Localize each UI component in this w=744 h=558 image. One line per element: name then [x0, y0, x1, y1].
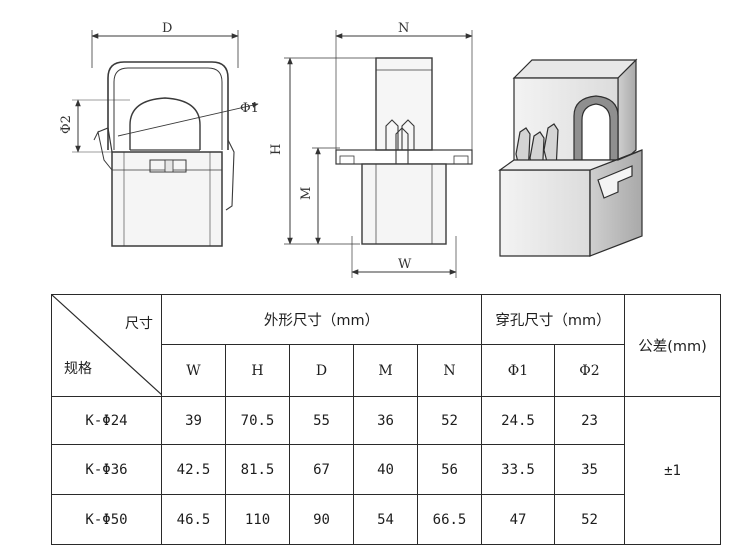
dim-label-h: H — [269, 144, 284, 155]
table-row: K-Φ50 46.5 110 90 54 66.5 47 52 — [51, 494, 721, 545]
dim-label-n: N — [398, 21, 409, 36]
value-cell-m: 40 — [353, 444, 418, 495]
column-header-n: N — [417, 344, 482, 397]
dim-label-phi1: Φ1 — [240, 101, 259, 116]
corner-label-size: 尺寸 — [125, 316, 153, 332]
value-cell-h: 81.5 — [225, 444, 290, 495]
technical-drawing: D Φ1 Φ2 N H M W — [59, 21, 643, 278]
value-cell-h: 110 — [225, 494, 290, 545]
value-cell-n: 52 — [417, 396, 482, 445]
value-cell-w: 46.5 — [161, 494, 226, 545]
value-cell-d: 67 — [289, 444, 354, 495]
corner-label-spec: 规格 — [64, 361, 92, 377]
corner-diagonal — [52, 295, 162, 395]
value-cell-phi2: 52 — [554, 494, 625, 545]
value-cell-d: 55 — [289, 396, 354, 445]
value-cell-phi1: 33.5 — [481, 444, 555, 495]
value-cell-d: 90 — [289, 494, 354, 545]
table-corner-header: 尺寸 规格 — [51, 294, 162, 397]
tolerance-value: ±1 — [624, 396, 721, 545]
table-row: K-Φ36 42.5 81.5 67 40 56 33.5 35 — [51, 444, 721, 495]
dim-label-m: M — [299, 187, 314, 200]
tolerance-header: 公差(mm) — [624, 294, 721, 397]
value-cell-m: 54 — [353, 494, 418, 545]
value-cell-n: 56 — [417, 444, 482, 495]
value-cell-w: 42.5 — [161, 444, 226, 495]
spec-table: 尺寸 规格 外形尺寸（mm） 穿孔尺寸（mm） 公差(mm) W H D M N… — [51, 294, 721, 545]
dim-label-w: W — [398, 257, 412, 272]
value-cell-phi2: 35 — [554, 444, 625, 495]
group-header-hole: 穿孔尺寸（mm） — [481, 294, 625, 345]
value-cell-n: 66.5 — [417, 494, 482, 545]
side-view — [284, 30, 473, 278]
column-header-phi1: Φ1 — [481, 344, 555, 397]
column-header-h: H — [225, 344, 290, 397]
model-cell: K-Φ50 — [51, 494, 162, 545]
value-cell-h: 70.5 — [225, 396, 290, 445]
group-header-outer: 外形尺寸（mm） — [161, 294, 482, 345]
column-header-d: D — [289, 344, 354, 397]
column-header-m: M — [353, 344, 418, 397]
model-cell: K-Φ36 — [51, 444, 162, 495]
value-cell-phi1: 47 — [481, 494, 555, 545]
column-header-phi2: Φ2 — [554, 344, 625, 397]
value-cell-w: 39 — [161, 396, 226, 445]
model-cell: K-Φ24 — [51, 396, 162, 445]
dim-label-d: D — [162, 21, 172, 36]
table-row: K-Φ24 39 70.5 55 36 52 24.5 23 ±1 — [51, 396, 721, 545]
value-cell-m: 36 — [353, 396, 418, 445]
value-cell-phi1: 24.5 — [481, 396, 555, 445]
front-view — [72, 30, 259, 247]
isometric-view — [498, 58, 643, 257]
dim-label-phi2: Φ2 — [59, 115, 74, 134]
value-cell-phi2: 23 — [554, 396, 625, 445]
column-header-w: W — [161, 344, 226, 397]
